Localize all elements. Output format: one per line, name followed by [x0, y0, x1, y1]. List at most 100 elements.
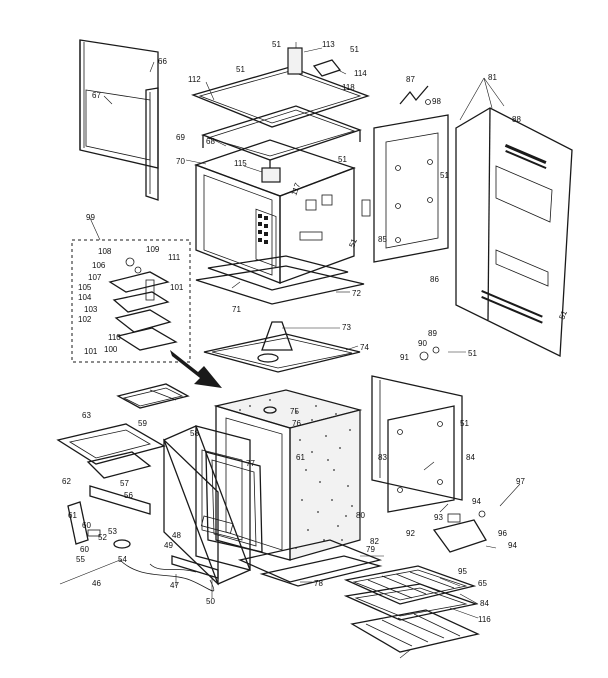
callout-61: 61 — [296, 453, 305, 462]
callout-96: 96 — [498, 529, 507, 538]
callout-60: 60 — [80, 545, 89, 554]
callout-114: 114 — [354, 69, 367, 78]
callout-67: 67 — [92, 91, 101, 100]
callout-93: 93 — [434, 513, 443, 522]
hinge-bracket — [432, 510, 487, 553]
callout-65: 65 — [478, 579, 487, 588]
oven-door — [163, 425, 251, 586]
callout-117: 117 — [289, 181, 302, 197]
callout-75: 75 — [290, 407, 299, 416]
callout-57: 57 — [120, 479, 129, 488]
callout-59: 59 — [138, 419, 147, 428]
callout-107: 107 — [88, 273, 102, 282]
callout-79: 79 — [366, 545, 375, 554]
callout-106: 106 — [92, 261, 106, 270]
callout-51: 51 — [236, 65, 245, 74]
callout-66: 66 — [158, 57, 167, 66]
callout-86: 86 — [430, 275, 439, 284]
callout-110: 110 — [108, 333, 121, 342]
callout-51: 51 — [460, 419, 469, 428]
side-panel — [361, 114, 449, 263]
oven-liner — [213, 389, 363, 561]
callout-111: 111 — [168, 253, 181, 262]
callout-51: 51 — [347, 237, 359, 249]
callout-84: 84 — [466, 453, 475, 462]
callout-92: 92 — [406, 529, 415, 538]
callout-88: 88 — [512, 115, 521, 124]
leader-lines — [59, 47, 521, 659]
kick-panel — [67, 485, 151, 549]
callout-49: 49 — [164, 541, 173, 550]
callout-63: 63 — [82, 411, 91, 420]
callout-99: 99 — [86, 213, 95, 222]
callout-62: 62 — [62, 477, 71, 486]
callout-77: 77 — [246, 459, 255, 468]
callout-82: 82 — [370, 537, 379, 546]
right-side-panel — [371, 375, 463, 513]
callout-51: 51 — [468, 349, 477, 358]
callout-60: 60 — [82, 521, 91, 530]
callout-94: 94 — [472, 497, 481, 506]
callout-51: 51 — [557, 309, 569, 321]
callout-101: 101 — [84, 347, 98, 356]
oven-rack-lower — [350, 609, 480, 653]
assembly-arrow — [170, 350, 222, 388]
callout-94: 94 — [508, 541, 517, 550]
callout-81: 81 — [488, 73, 497, 82]
callout-85: 85 — [378, 235, 387, 244]
wrapper-top — [200, 105, 362, 172]
callout-51: 51 — [440, 171, 449, 180]
callout-108: 108 — [98, 247, 112, 256]
door-glass-frame — [79, 39, 159, 201]
small-hardware — [399, 85, 440, 361]
broil-drawer — [56, 423, 166, 479]
callout-78: 78 — [314, 579, 323, 588]
top-panel — [191, 42, 370, 128]
callout-labels: 51 113 51 66 114 51 118 87 81 67 112 98 … — [62, 40, 569, 624]
callout-118: 118 — [342, 83, 355, 92]
callout-100: 100 — [104, 345, 118, 354]
callout-109: 109 — [146, 245, 160, 254]
callout-70: 70 — [176, 157, 185, 166]
callout-71: 71 — [232, 305, 241, 314]
callout-103: 103 — [84, 305, 98, 314]
callout-72: 72 — [352, 289, 361, 298]
callout-56: 56 — [124, 491, 133, 500]
callout-95: 95 — [458, 567, 467, 576]
callout-113: 113 — [322, 40, 335, 49]
callout-102: 102 — [78, 315, 92, 324]
callout-61: 61 — [68, 511, 77, 520]
callout-91: 91 — [400, 353, 409, 362]
callout-55: 55 — [76, 555, 85, 564]
callout-73: 73 — [342, 323, 351, 332]
callout-46: 46 — [92, 579, 101, 588]
callout-87: 87 — [406, 75, 415, 84]
insulation-panels — [195, 255, 365, 305]
callout-89: 89 — [428, 329, 437, 338]
oven-rack-tray — [343, 583, 479, 621]
callout-51: 51 — [338, 155, 347, 164]
callout-76: 76 — [292, 419, 301, 428]
callout-48: 48 — [172, 531, 181, 540]
detail-inset-box — [71, 239, 191, 363]
callout-50: 50 — [206, 597, 215, 606]
door-gasket — [205, 451, 263, 553]
callout-58: 58 — [190, 429, 199, 438]
callout-53: 53 — [108, 527, 117, 536]
callout-52: 52 — [98, 533, 107, 542]
callout-68: 68 — [206, 137, 215, 146]
control-housing — [194, 139, 356, 284]
callout-69: 69 — [176, 133, 185, 142]
callout-47: 47 — [170, 581, 179, 590]
callout-90: 90 — [418, 339, 427, 348]
callout-112: 112 — [188, 75, 201, 84]
liner-texture — [239, 399, 353, 549]
bake-element — [116, 383, 190, 409]
callout-84: 84 — [480, 599, 489, 608]
floor-trim — [237, 539, 383, 587]
back-panel — [455, 107, 573, 358]
bottom-pan — [203, 321, 361, 373]
callout-74: 74 — [360, 343, 369, 352]
